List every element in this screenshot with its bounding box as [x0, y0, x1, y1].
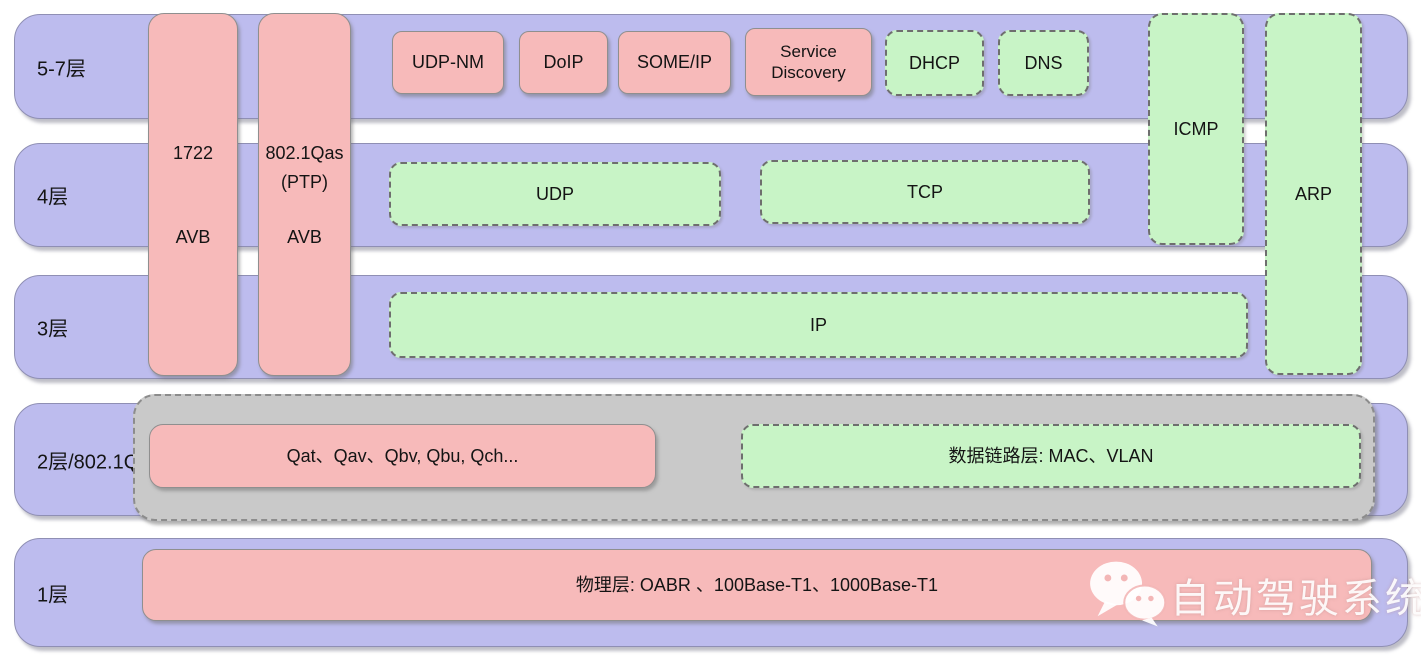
column-1722-label: AVB	[175, 227, 211, 247]
column-1722-avb: 1722 AVB	[148, 13, 238, 376]
box-tcp: TCP	[760, 160, 1090, 224]
column-qas-label: AVB	[287, 227, 322, 247]
layer-label-5-7: 5-7层	[37, 58, 86, 80]
column-arp: ARP	[1265, 13, 1362, 375]
layer-label-3: 3层	[37, 318, 69, 341]
column-8021qas-avb: 802.1Qas (PTP) AVB	[258, 13, 351, 376]
box-some-ip: SOME/IP	[618, 31, 731, 94]
wechat-icon	[1086, 558, 1168, 628]
layer-label-2: 2层/802.1Q	[37, 451, 140, 473]
layer-label-4: 4层	[37, 186, 69, 209]
box-service-discovery: Service Discovery	[745, 28, 872, 96]
watermark-text: 自动驾驶系统	[1170, 577, 1421, 621]
box-physical-layer: 物理层: OABR 、100Base-T1、1000Base-T1	[142, 549, 1372, 621]
box-datalink-mac-vlan: 数据链路层: MAC、VLAN	[741, 424, 1361, 488]
box-dhcp: DHCP	[885, 30, 984, 96]
box-ip: IP	[389, 292, 1248, 358]
box-dns: DNS	[998, 30, 1089, 96]
layer-label-1: 1层	[37, 584, 69, 606]
column-1722-id: 1722	[172, 143, 214, 163]
box-qos-shapers: Qat、Qav、Qbv, Qbu, Qch...	[149, 424, 656, 488]
box-udp: UDP	[389, 162, 721, 226]
column-qas-sub: (PTP)	[281, 172, 328, 192]
column-icmp: ICMP	[1148, 13, 1244, 245]
column-qas-id: 802.1Qas	[265, 143, 344, 163]
box-udp-nm: UDP-NM	[392, 31, 504, 94]
box-doip: DoIP	[519, 31, 608, 94]
